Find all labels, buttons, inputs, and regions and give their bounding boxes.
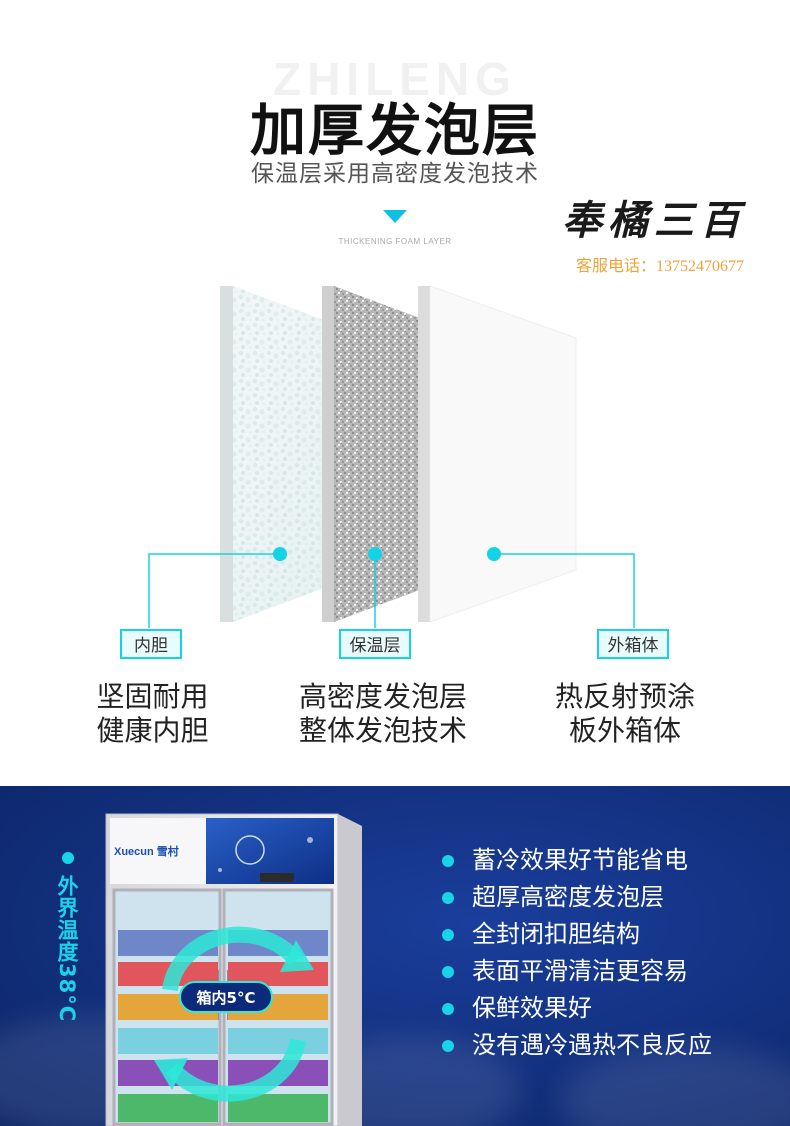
bullet-dot-icon (442, 1003, 454, 1015)
marker-dot-liner (273, 547, 287, 561)
list-item: 蓄冷效果好节能省电 (440, 842, 712, 879)
fridge-illustration: Xuecun 雪村 箱内5°C (105, 813, 362, 1126)
list-item: 超厚高密度发泡层 (440, 879, 712, 916)
desc-inner-liner-line2: 健康内胆 (96, 714, 209, 747)
inner-temp-label: 箱内5°C (197, 989, 256, 1007)
desc-insulation: 高密度发泡层 整体发泡技术 (283, 680, 483, 748)
desc-insulation-line1: 高密度发泡层 (298, 680, 467, 713)
bullet-dot-icon (442, 855, 454, 867)
tag-outer-box: 外箱体 (597, 629, 669, 659)
outside-temp-dot-icon (62, 852, 74, 864)
marker-dot-insulation (368, 547, 382, 561)
foam-layers-illustration (148, 285, 635, 628)
small-english-caption: THICKENING FOAM LAYER (338, 237, 452, 246)
bullet-dot-icon (442, 1040, 454, 1052)
desc-insulation-line2: 整体发泡技术 (298, 714, 467, 747)
list-item: 保鲜效果好 (440, 990, 712, 1027)
list-item: 没有遇冷遇热不良反应 (440, 1027, 712, 1064)
top-section: ZHILENG 加厚发泡层 保温层采用高密度发泡技术 THICKENING FO… (70, 53, 746, 748)
list-item: 全封闭扣胆结构 (440, 916, 712, 953)
bullet-dot-icon (442, 929, 454, 941)
list-item: 表面平滑清洁更容易 (440, 953, 712, 990)
desc-inner-liner-line1: 坚固耐用 (96, 680, 209, 713)
tag-inner-liner: 内胆 (120, 629, 182, 659)
background-watermark-word: ZHILENG (273, 53, 517, 105)
outer-box-panel (418, 285, 577, 623)
brand-calligraphy: 奉橘三百 (562, 197, 746, 244)
desc-outer-box: 热反射预涂 板外箱体 (535, 680, 715, 748)
tag-insulation: 保温层 (339, 629, 411, 659)
bullet-dot-icon (442, 966, 454, 978)
marker-dot-outer (487, 547, 501, 561)
desc-outer-box-line1: 热反射预涂 (554, 680, 695, 713)
page-subtitle: 保温层采用高密度发泡技术 (251, 161, 539, 187)
feature-list: 蓄冷效果好节能省电 超厚高密度发泡层 全封闭扣胆结构 表面平滑清洁更容易 保鲜效… (440, 842, 712, 1064)
outside-temp-label: 外界温度38°C (55, 875, 79, 1023)
connector-line-outer (494, 553, 635, 628)
desc-outer-box-line2: 板外箱体 (568, 714, 681, 747)
service-phone: 客服电话：13752470677 (576, 258, 745, 275)
down-triangle-icon (383, 210, 407, 223)
fridge-brand-label: Xuecun 雪村 (114, 844, 179, 858)
desc-inner-liner: 坚固耐用 健康内胆 (70, 680, 235, 748)
bullet-dot-icon (442, 892, 454, 904)
page-title: 加厚发泡层 (250, 99, 540, 164)
connector-line-liner (148, 553, 280, 628)
